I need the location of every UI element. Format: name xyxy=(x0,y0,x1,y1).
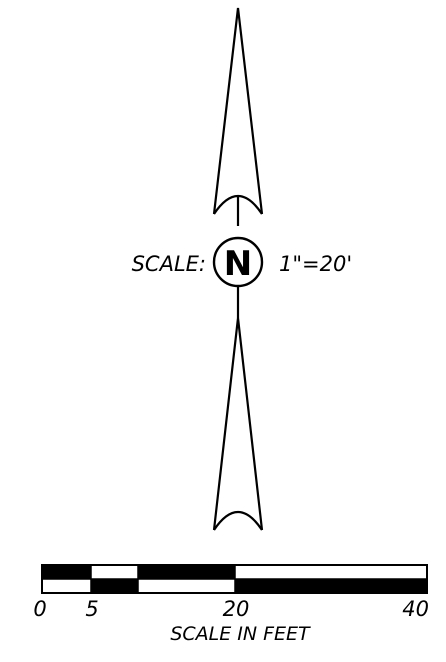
north-arrow-lower-spike xyxy=(212,286,264,531)
scale-segment xyxy=(138,565,235,579)
scale-tick-label-20: 20 xyxy=(223,597,250,621)
scale-segment xyxy=(91,579,138,593)
scale-caption: SCALE IN FEET xyxy=(170,623,311,645)
scale-segment xyxy=(138,579,235,593)
scale-bar xyxy=(41,564,428,594)
scale-segment xyxy=(235,565,427,579)
scale-segment xyxy=(42,565,91,579)
north-arrow-upper-spike xyxy=(212,7,264,226)
scale-segment xyxy=(42,579,91,593)
north-arrow-compass: N xyxy=(212,236,264,288)
scale-tick-label-40: 40 xyxy=(402,597,429,621)
scale-segment xyxy=(91,565,138,579)
scale-value: 1"=20' xyxy=(279,252,352,276)
north-letter: N xyxy=(224,244,252,284)
scale-segment xyxy=(235,579,427,593)
scale-label: SCALE: xyxy=(132,252,206,276)
scale-tick-label-5: 5 xyxy=(85,597,98,621)
scale-tick-label-0: 0 xyxy=(33,597,46,621)
